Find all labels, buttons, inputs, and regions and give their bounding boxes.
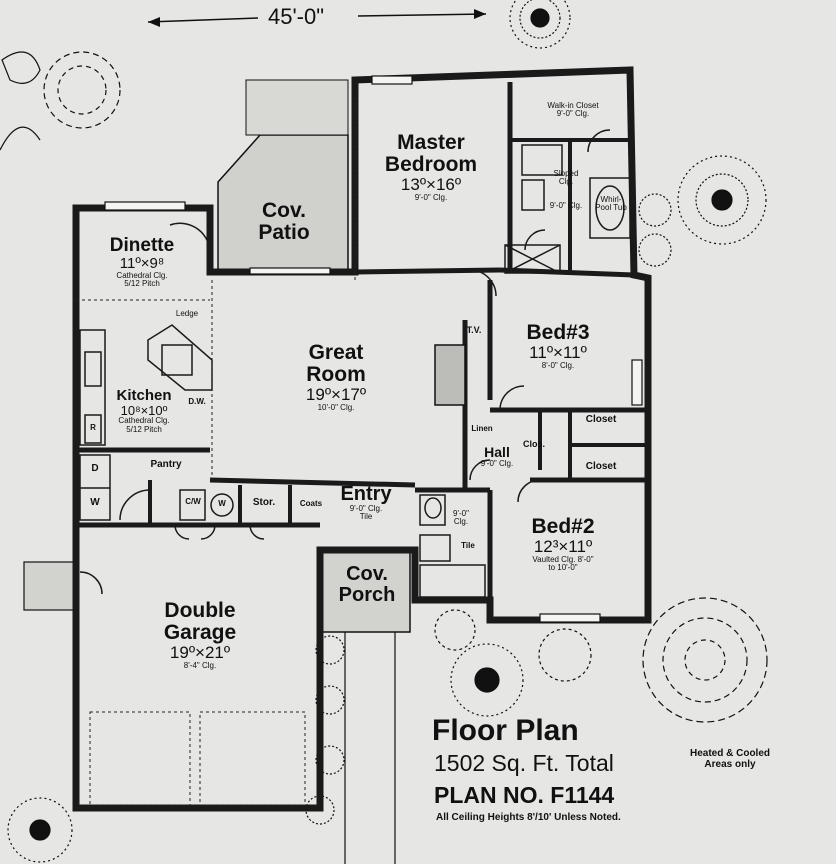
laundry-w-label: W — [218, 499, 226, 508]
entry-label: Entry 9'-0" Clg. Tile — [326, 484, 406, 522]
coats-label: Coats — [299, 499, 323, 508]
bed2-dim: 12³×11º — [533, 537, 593, 557]
dw-label: D.W. — [188, 397, 206, 406]
bed2-closet-label: Closet — [585, 461, 617, 472]
width-dimension-arrows — [147, 9, 487, 27]
covered-patio — [217, 79, 349, 273]
range-label: R — [90, 423, 96, 432]
storage-label: Stor. — [252, 497, 276, 508]
bed2-label: Bed#2 12³×11º Vaulted Clg. 8'-0" to 10'-… — [508, 515, 618, 573]
master-bedroom-clg: 9'-0" Clg. — [414, 192, 448, 202]
great-room-clg: 10'-0" Clg. — [317, 402, 355, 412]
bath-fixtures — [419, 144, 631, 598]
master-bedroom-dim: 13º×16º — [400, 175, 462, 195]
kitchen-dim: 10⁸×10º — [120, 402, 168, 418]
plan-area: 1502 Sq. Ft. Total — [434, 750, 614, 776]
linen-label: Linen — [471, 424, 493, 433]
mech-closet — [504, 244, 561, 274]
landscape-shrubs — [0, 0, 768, 863]
bed3-clg: 8'-0" Clg. — [541, 360, 575, 370]
kitchen-label: Kitchen 10⁸×10º Cathedral Clg. 5/12 Pitc… — [104, 388, 184, 434]
exterior-walls — [72, 66, 652, 812]
dinette-dim: 11º×9⁸ — [119, 254, 165, 272]
entry-name: Entry — [340, 483, 392, 505]
walk-in-closet-name: Walk-in Closet — [547, 101, 599, 110]
hall-clg: 9'-0" Clg. — [480, 458, 514, 468]
tv-label: T.V. — [466, 325, 482, 335]
bath2-clg-label: 9'-0" Clg. — [453, 509, 469, 527]
shrub-top-right — [509, 0, 571, 49]
plan-area-note: Heated & Cooled Areas only — [689, 748, 770, 770]
washer-label: W — [90, 497, 100, 508]
whirlpool-label: Whirl-Pool Tub — [595, 195, 627, 213]
shrub-bottom-right — [642, 597, 768, 723]
shrub-front-porch — [434, 609, 592, 717]
covered-porch — [321, 549, 411, 633]
dinette-label: Dinette 11º×9⁸ Cathedral Clg. 5/12 Pitch — [92, 236, 192, 288]
shrub-right-middle — [677, 155, 767, 245]
plan-ceiling-note: All Ceiling Heights 8'/10' Unless Noted. — [436, 812, 621, 823]
clos-label: Clos. — [522, 439, 545, 449]
master-bedroom-name: Master Bedroom — [384, 131, 478, 177]
front-walk — [344, 632, 396, 864]
shrub-top-left — [0, 51, 121, 151]
walk-in-closet-label: Walk-in Closet 9'-0" Clg. — [538, 101, 608, 119]
cov-patio-label: Cov. Patio — [258, 199, 310, 245]
garage-name: Double Garage — [163, 599, 237, 645]
great-room-label: Great Room 19º×17º 10'-0" Clg. — [276, 341, 396, 412]
overall-width-label: 45'-0" — [268, 4, 325, 29]
laundry-cw-label: C/W — [185, 497, 201, 506]
great-room-name: Great Room — [306, 341, 366, 387]
master-bath-clg-label: 9'-0" Clg. — [549, 201, 583, 210]
shrub-right-strip — [638, 193, 672, 267]
bed2-name: Bed#2 — [531, 515, 595, 538]
shrub-bottom-left — [7, 797, 73, 863]
walk-in-closet-clg: 9'-0" Clg. — [556, 109, 590, 119]
entry-clg: 9'-0" Clg. Tile — [349, 504, 383, 522]
hall-label: Hall 9'-0" Clg. — [472, 445, 522, 468]
ledge-label: Ledge — [175, 309, 199, 318]
bed3-closet-label: Closet — [585, 414, 617, 425]
fireplace — [434, 344, 466, 406]
plan-title: Floor Plan — [432, 714, 579, 747]
plan-number: PLAN NO. F1144 — [434, 782, 615, 808]
bed3-label: Bed#3 11º×11º 8'-0" Clg. — [508, 321, 608, 370]
shrub-garage-strip — [305, 635, 345, 825]
great-room-dim: 19º×17º — [305, 385, 367, 405]
sloped-clg-label: Sloped Clg. — [553, 169, 579, 187]
ceiling-break-lines — [76, 95, 356, 806]
cov-porch-label: Cov. Porch — [338, 563, 396, 606]
bed3-dim: 11º×11º — [529, 343, 587, 363]
kitchen-clg: Cathedral Clg. 5/12 Pitch — [118, 416, 170, 434]
dinette-clg: Cathedral Clg. 5/12 Pitch — [116, 270, 168, 289]
dinette-name: Dinette — [109, 235, 175, 256]
garage-dim: 19º×21º — [169, 643, 231, 663]
pantry-label: Pantry — [150, 459, 182, 470]
bed3-name: Bed#3 — [526, 321, 590, 344]
windows — [104, 75, 643, 623]
bed2-clg: Vaulted Clg. 8'-0" to 10'-0" — [532, 554, 594, 573]
garage-clg: 8'-4" Clg. — [183, 660, 217, 670]
garage-side-step — [23, 561, 77, 611]
door-swings — [79, 129, 611, 595]
master-bedroom-label: Master Bedroom 13º×16º 9'-0" Clg. — [366, 131, 496, 202]
tile-label: Tile — [461, 541, 475, 550]
kitchen-name: Kitchen — [116, 387, 172, 404]
dryer-label: D — [91, 463, 99, 474]
hall-name: Hall — [484, 444, 510, 460]
garage-label: Double Garage 19º×21º 8'-4" Clg. — [130, 599, 270, 670]
